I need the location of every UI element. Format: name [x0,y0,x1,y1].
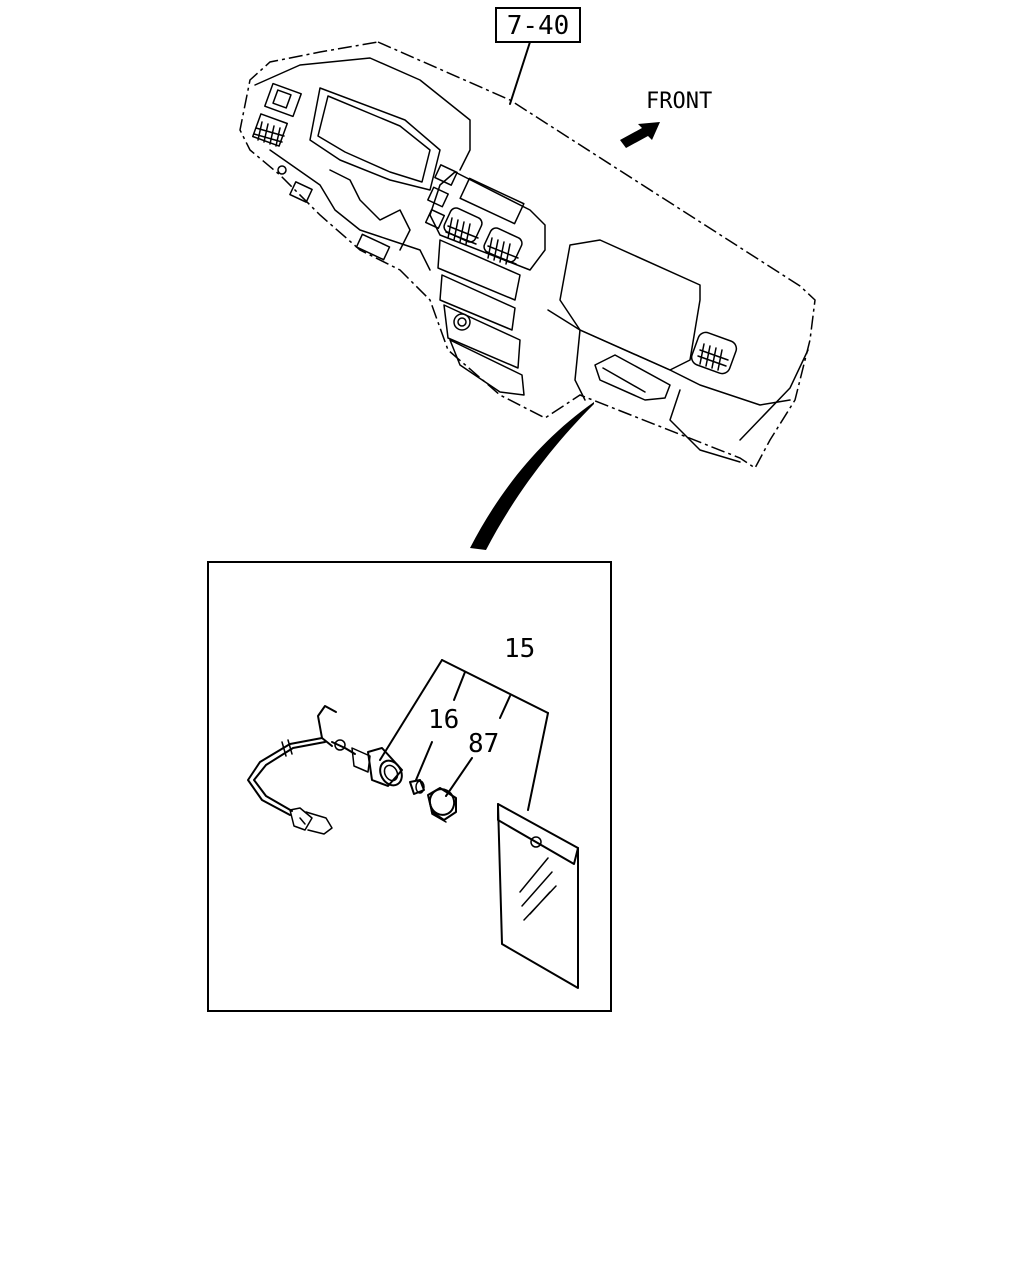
reference-leader-line [509,41,531,105]
bulb-part-16 [409,779,425,795]
socket-housing [367,747,403,787]
callout-16[interactable]: 16 [428,705,459,735]
center-vent-right-grille-icon [483,227,523,265]
detail-frame [207,561,612,1012]
right-vent-grille-icon [690,331,738,375]
reference-box[interactable]: 7-40 [495,7,581,43]
parts-bag [497,803,579,989]
reference-box-label: 7-40 [507,11,570,41]
callout-87[interactable]: 87 [468,729,499,759]
socket-wire-harness [247,705,371,835]
callout-15[interactable]: 15 [504,634,535,664]
zoom-indicator [470,402,594,550]
center-vent-left-grille-icon [443,207,483,245]
left-vent-grille-icon [251,113,289,147]
front-arrow-icon [620,122,660,148]
cap-part-87 [427,787,457,823]
front-label: FRONT [646,89,712,114]
instrument-panel [239,41,816,470]
callout-leaders [379,659,549,811]
